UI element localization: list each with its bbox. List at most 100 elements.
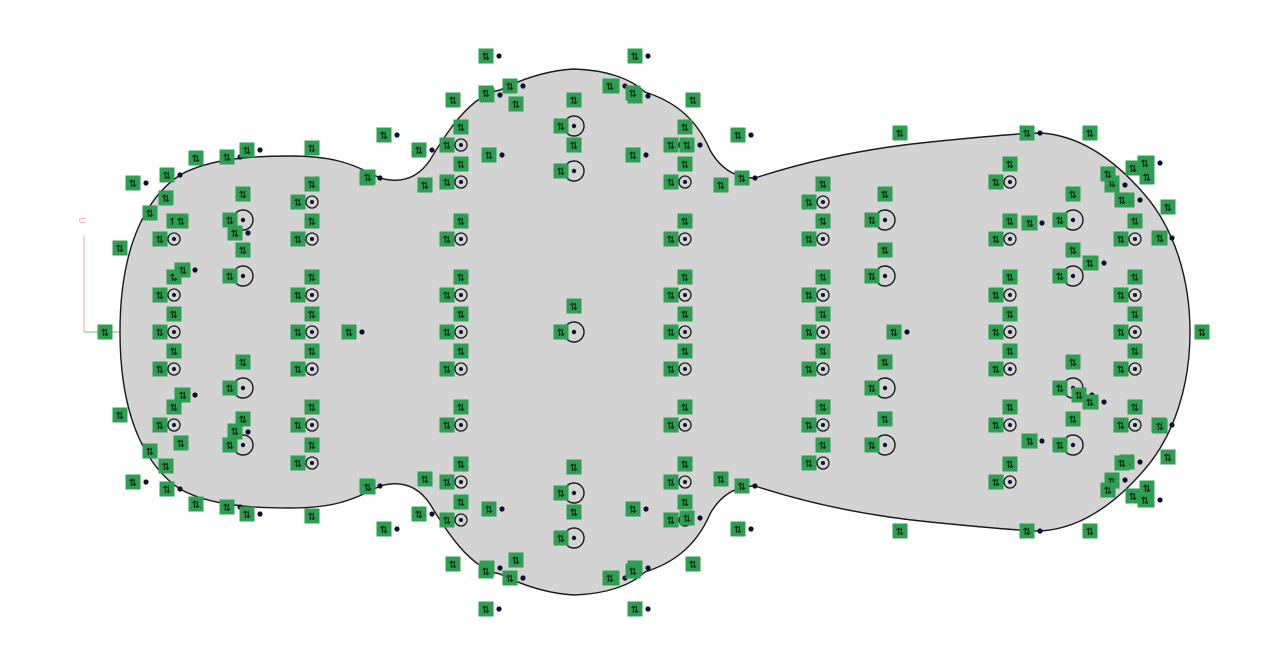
small-hole[interactable] — [167, 362, 181, 376]
small-hole[interactable] — [454, 288, 468, 302]
sketch-vertex[interactable] — [192, 267, 198, 273]
sketch-vertex[interactable] — [643, 152, 649, 158]
constraint-icon[interactable]: ⇅ — [304, 176, 320, 192]
sketch-vertex[interactable] — [645, 606, 651, 612]
constraint-icon[interactable]: ⇅ — [173, 435, 189, 451]
hole-center-point[interactable] — [172, 423, 176, 427]
constraint-icon[interactable]: ⇅ — [304, 437, 320, 453]
constraint-icon[interactable]: ⇅ — [877, 186, 893, 202]
constraint-icon[interactable]: ⇅ — [988, 361, 1004, 377]
constraint-icon[interactable]: ⇅ — [453, 456, 469, 472]
constraint-icon[interactable]: ⇅ — [239, 142, 255, 158]
constraint-icon[interactable]: ⇅ — [188, 496, 204, 512]
sketch-vertex[interactable] — [143, 180, 149, 186]
constraint-icon[interactable]: ⇅ — [815, 399, 831, 415]
constraint-icon[interactable]: ⇅ — [663, 174, 679, 190]
constraint-icon[interactable]: ⇅ — [188, 150, 204, 166]
constraint-icon[interactable]: ⇅ — [453, 343, 469, 359]
constraint-icon[interactable]: ⇅ — [222, 380, 238, 396]
hole-center-point[interactable] — [1008, 293, 1012, 297]
constraint-icon[interactable]: ⇅ — [553, 530, 569, 546]
constraint-icon[interactable]: ⇅ — [341, 324, 357, 340]
constraint-icon[interactable]: ⇅ — [730, 127, 746, 143]
hole-center-point[interactable] — [310, 237, 314, 241]
constraint-icon[interactable]: ⇅ — [417, 177, 433, 193]
hole-center-point[interactable] — [683, 423, 687, 427]
sketch-vertex[interactable] — [394, 526, 400, 532]
constraint-icon[interactable]: ⇅ — [290, 455, 306, 471]
sketch-vertex[interactable] — [496, 53, 502, 59]
constraint-icon[interactable]: ⇅ — [988, 287, 1004, 303]
sketch-vertex[interactable] — [394, 132, 400, 138]
constraint-icon[interactable]: ⇅ — [290, 361, 306, 377]
constraint-icon[interactable]: ⇅ — [290, 324, 306, 340]
hole-center-point[interactable] — [1133, 237, 1137, 241]
constraint-icon[interactable]: ⇅ — [988, 231, 1004, 247]
small-hole[interactable] — [678, 362, 692, 376]
constraint-icon[interactable]: ⇅ — [1052, 437, 1068, 453]
constraint-icon[interactable]: ⇅ — [235, 411, 251, 427]
constraint-icon[interactable]: ⇅ — [478, 601, 494, 617]
sketch-vertex[interactable] — [645, 53, 651, 59]
hole-center-point[interactable] — [459, 293, 463, 297]
constraint-icon[interactable]: ⇅ — [453, 306, 469, 322]
constraint-icon[interactable]: ⇅ — [1114, 192, 1130, 208]
sketch-vertex[interactable] — [257, 511, 263, 517]
constraint-icon[interactable]: ⇅ — [227, 423, 243, 439]
hole-center-point[interactable] — [571, 535, 577, 541]
sketch-vertex[interactable] — [1122, 182, 1128, 188]
constraint-icon[interactable]: ⇅ — [553, 163, 569, 179]
hole-center-point[interactable] — [683, 330, 687, 334]
small-hole[interactable] — [167, 325, 181, 339]
constraint-icon[interactable]: ⇅ — [553, 485, 569, 501]
constraint-icon[interactable]: ⇅ — [566, 137, 582, 153]
constraint-icon[interactable]: ⇅ — [815, 176, 831, 192]
small-hole[interactable] — [1003, 475, 1017, 489]
hole-center-point[interactable] — [882, 273, 888, 279]
small-hole[interactable] — [1128, 288, 1142, 302]
small-hole[interactable] — [305, 195, 319, 209]
hole-center-point[interactable] — [1070, 273, 1076, 279]
constraint-icon[interactable]: ⇅ — [1194, 324, 1210, 340]
constraint-icon[interactable]: ⇅ — [304, 508, 320, 524]
constraint-icon[interactable]: ⇅ — [602, 570, 618, 586]
constraint-icon[interactable]: ⇅ — [734, 170, 750, 186]
constraint-icon[interactable]: ⇅ — [892, 523, 908, 539]
constraint-icon[interactable]: ⇅ — [158, 190, 174, 206]
hole-center-point[interactable] — [1070, 442, 1076, 448]
constraint-icon[interactable]: ⇅ — [235, 186, 251, 202]
constraint-icon[interactable]: ⇅ — [222, 268, 238, 284]
sketch-vertex[interactable] — [752, 483, 758, 489]
constraint-icon[interactable]: ⇅ — [158, 458, 174, 474]
small-hole[interactable] — [1128, 418, 1142, 432]
constraint-icon[interactable]: ⇅ — [627, 48, 643, 64]
hole-center-point[interactable] — [240, 385, 246, 391]
hole-center-point[interactable] — [310, 293, 314, 297]
constraint-icon[interactable]: ⇅ — [886, 324, 902, 340]
constraint-icon[interactable]: ⇅ — [1137, 155, 1153, 171]
constraint-icon[interactable]: ⇅ — [290, 231, 306, 247]
constraint-icon[interactable]: ⇅ — [679, 137, 695, 153]
constraint-icon[interactable]: ⇅ — [453, 119, 469, 135]
sketch-profile-outline[interactable] — [119, 68, 1191, 596]
hole-center-point[interactable] — [310, 367, 314, 371]
constraint-icon[interactable]: ⇅ — [815, 213, 831, 229]
constraint-icon[interactable]: ⇅ — [453, 494, 469, 510]
sketch-vertex[interactable] — [1169, 235, 1175, 241]
constraint-icon[interactable]: ⇅ — [478, 48, 494, 64]
hole-center-point[interactable] — [459, 480, 463, 484]
hole-center-point[interactable] — [310, 423, 314, 427]
small-hole[interactable] — [816, 325, 830, 339]
sketch-vertex[interactable] — [1101, 399, 1107, 405]
constraint-icon[interactable]: ⇅ — [1065, 411, 1081, 427]
constraint-icon[interactable]: ⇅ — [1002, 213, 1018, 229]
constraint-icon[interactable]: ⇅ — [663, 361, 679, 377]
constraint-icon[interactable]: ⇅ — [97, 324, 113, 340]
constraint-icon[interactable]: ⇅ — [877, 242, 893, 258]
sketch-vertex[interactable] — [177, 486, 183, 492]
constraint-icon[interactable]: ⇅ — [877, 354, 893, 370]
constraint-icon[interactable]: ⇅ — [1019, 125, 1035, 141]
constraint-icon[interactable]: ⇅ — [677, 343, 693, 359]
constraint-icon[interactable]: ⇅ — [815, 306, 831, 322]
